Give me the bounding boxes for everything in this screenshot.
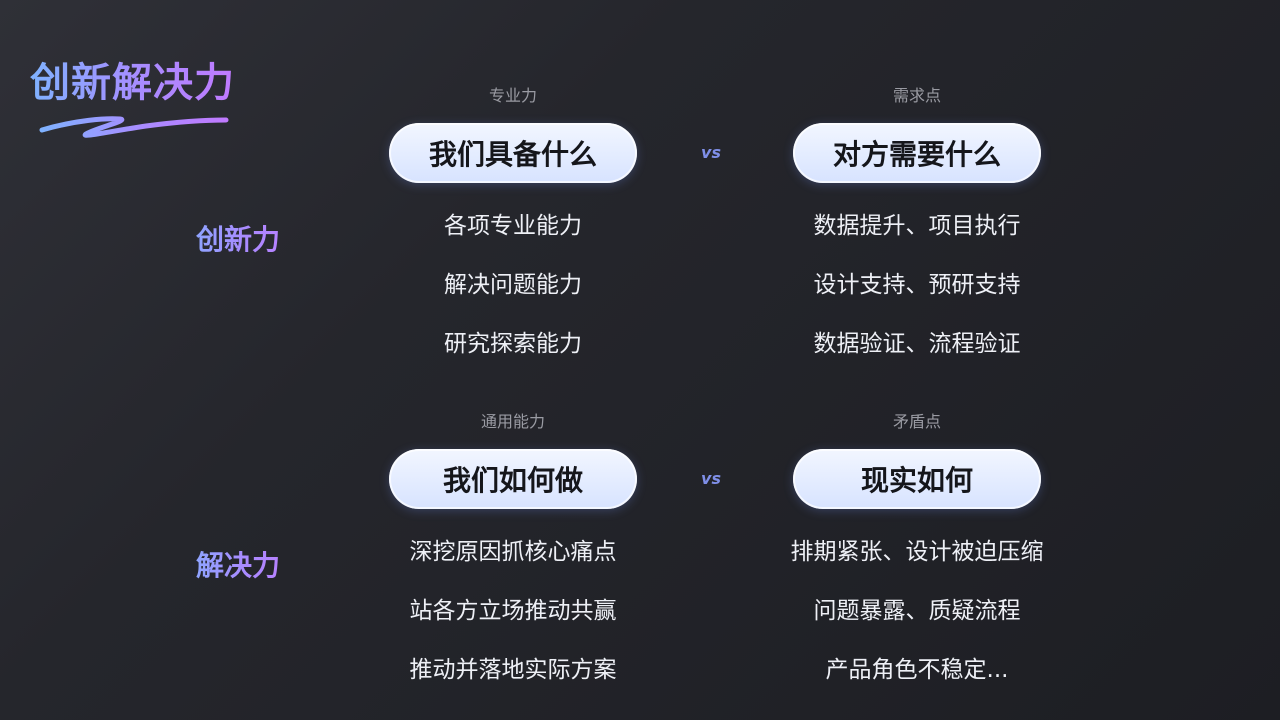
list-item: 站各方立场推动共赢 [409, 598, 617, 624]
right-caption: 需求点 [892, 86, 941, 105]
right-pill: 现实如何 [793, 449, 1041, 509]
page-title: 创新解决力 [30, 60, 235, 106]
row-label-solution: 解决力 [168, 548, 308, 584]
list-item: 问题暴露、质疑流程 [813, 598, 1021, 624]
vs-label: vs [701, 143, 721, 162]
list-item: 数据验证、流程验证 [813, 331, 1021, 357]
list-item: 排期紧张、设计被迫压缩 [790, 539, 1044, 565]
left-pill: 我们如何做 [389, 449, 637, 509]
right-pill: 对方需要什么 [793, 123, 1041, 183]
list-item: 推动并落地实际方案 [409, 657, 617, 683]
left-pill: 我们具备什么 [389, 123, 637, 183]
list-item: 产品角色不稳定... [825, 657, 1009, 683]
list-item: 深挖原因抓核心痛点 [409, 539, 617, 565]
list-item: 各项专业能力 [444, 213, 582, 239]
left-caption: 通用能力 [480, 412, 545, 431]
left-caption: 专业力 [488, 86, 537, 105]
list-item: 解决问题能力 [444, 272, 582, 298]
list-item: 研究探索能力 [444, 331, 582, 357]
list-item: 设计支持、预研支持 [813, 272, 1021, 298]
list-item: 数据提升、项目执行 [813, 213, 1021, 239]
underline-squiggle-icon [39, 116, 229, 138]
row-label-innovation: 创新力 [168, 222, 308, 258]
vs-label: vs [701, 469, 721, 488]
right-caption: 矛盾点 [892, 412, 941, 431]
